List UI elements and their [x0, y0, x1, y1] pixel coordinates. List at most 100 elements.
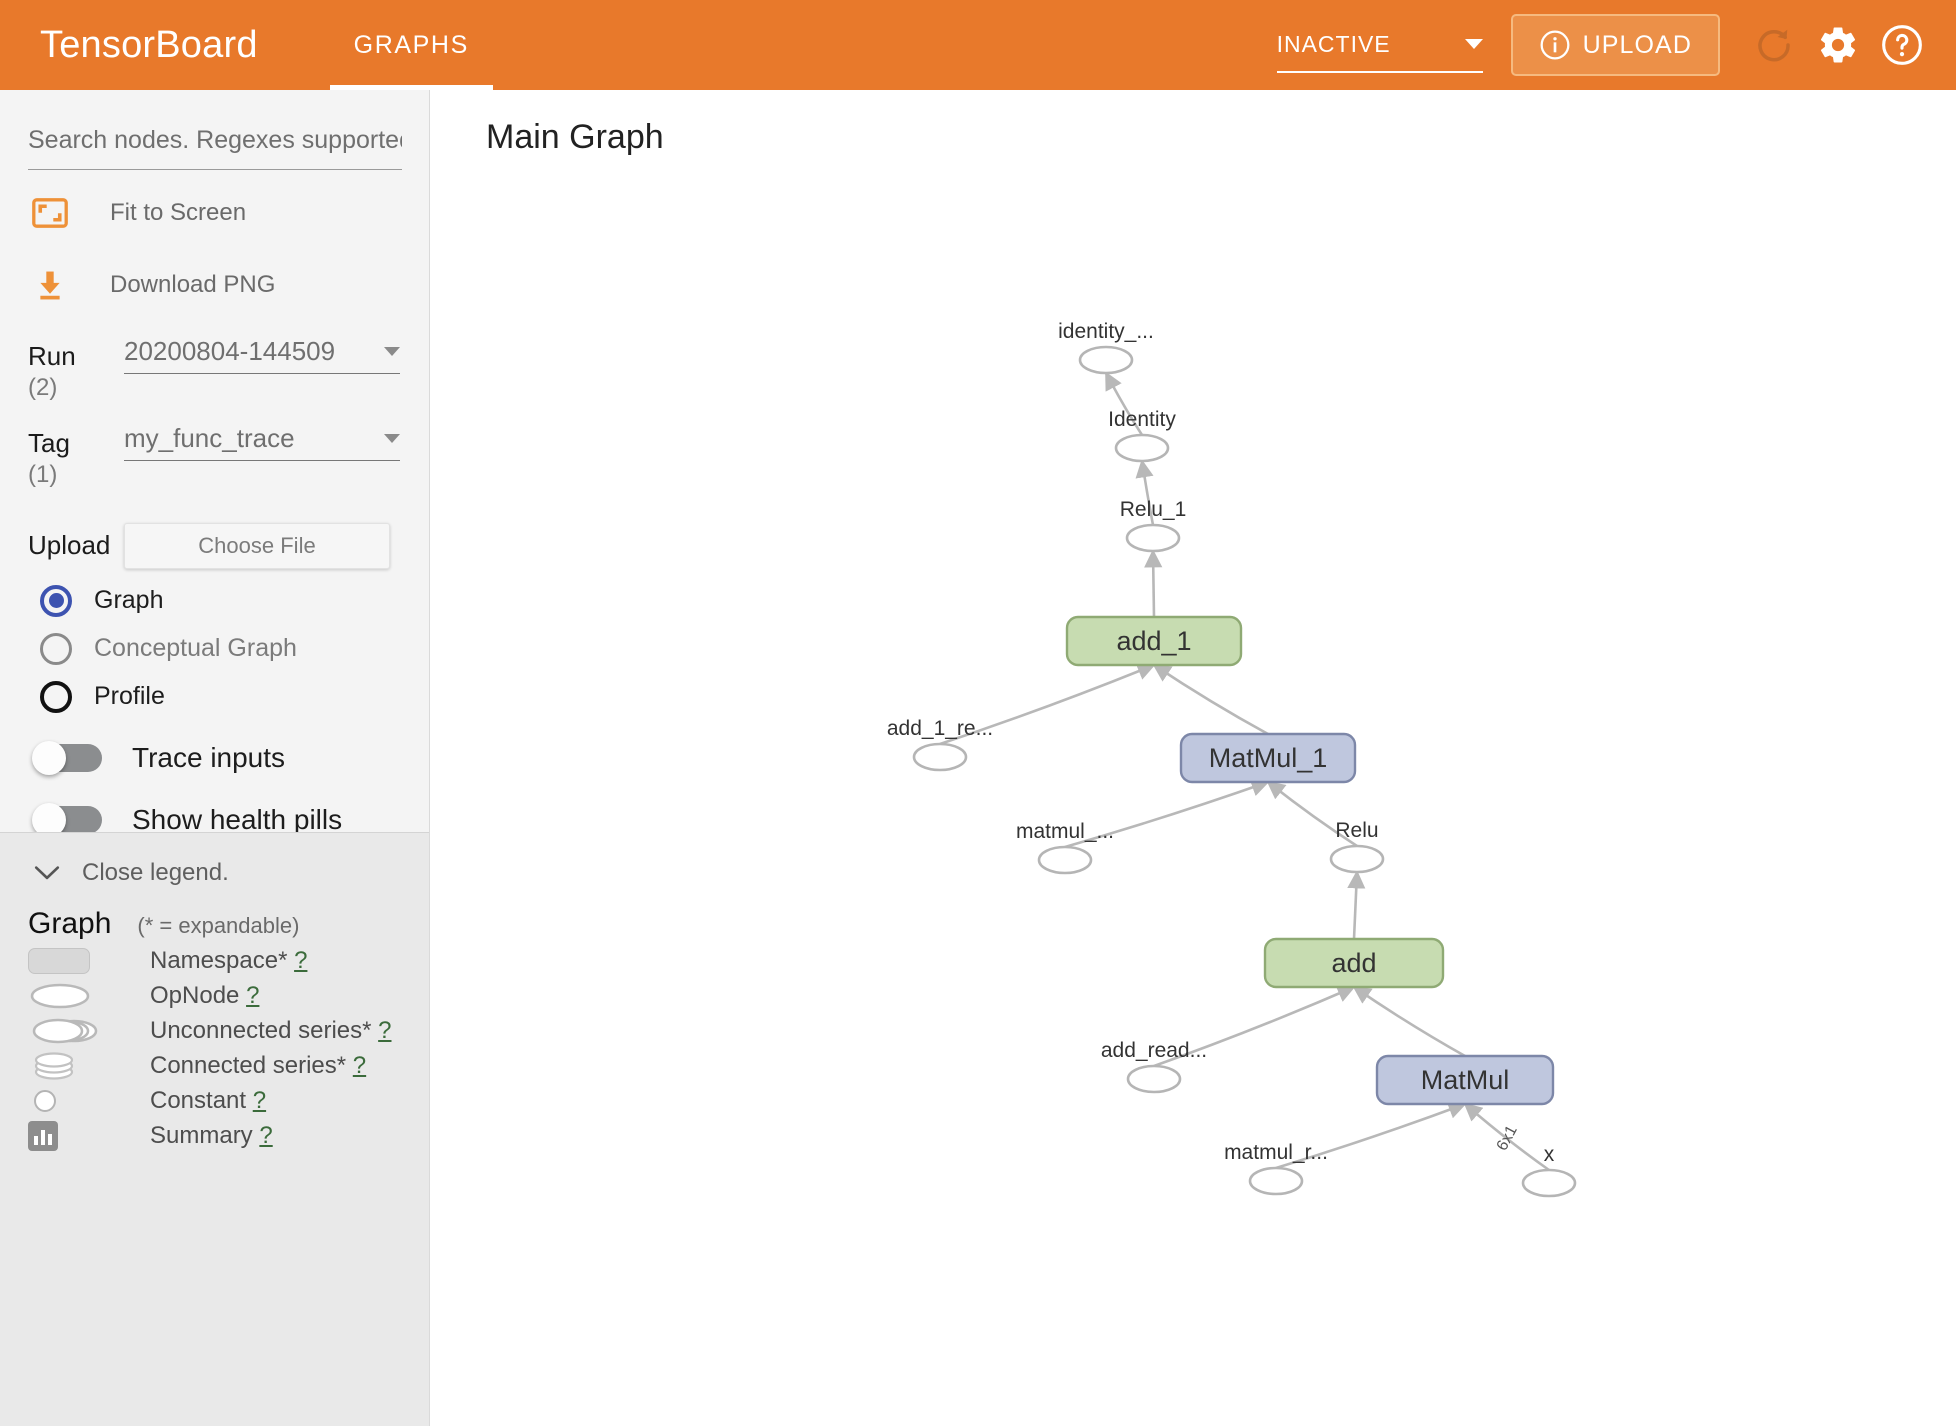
nav-tabs: GRAPHS — [329, 0, 494, 90]
node-shape — [1521, 1168, 1577, 1198]
graph-node-add[interactable]: add — [1263, 937, 1445, 989]
help-link[interactable]: ? — [259, 1121, 273, 1149]
namespace-swatch-icon — [28, 947, 124, 974]
legend-label-summary: Summary ? — [150, 1121, 273, 1149]
help-link[interactable]: ? — [252, 1086, 267, 1114]
radio-conceptual-graph[interactable]: Conceptual Graph — [40, 632, 429, 665]
download-png-label: Download PNG — [110, 271, 276, 298]
toggle-show-health-pills[interactable]: Show health pills — [32, 802, 429, 837]
legend-label-unconnected-series: Unconnected series* ? — [150, 1016, 392, 1044]
radio-profile-indicator — [40, 680, 72, 713]
node-label: Relu — [1335, 819, 1378, 842]
graph-node-Relu_1[interactable]: Relu_1 — [1120, 498, 1187, 553]
fit-to-screen-label: Fit to Screen — [110, 199, 247, 226]
graph-node-x[interactable]: x — [1521, 1143, 1577, 1198]
node-label: add_1 — [1116, 626, 1191, 656]
help-icon[interactable] — [1870, 13, 1934, 77]
help-link[interactable]: ? — [378, 1016, 392, 1044]
fit-to-screen-button[interactable]: Fit to Screen — [28, 184, 429, 242]
run-select[interactable]: 20200804-144509 — [124, 336, 400, 374]
search-container — [28, 118, 402, 170]
node-label: x — [1544, 1143, 1555, 1166]
graph-edge — [1275, 1101, 1467, 1170]
graph-edge — [1144, 549, 1163, 618]
node-label: MatMul_1 — [1209, 743, 1328, 773]
upload-label: Upload — [28, 530, 111, 561]
node-label: Identity — [1108, 408, 1176, 431]
legend-item-constant: Constant ? — [28, 1085, 429, 1116]
radio-profile[interactable]: Profile — [40, 680, 429, 713]
info-icon — [1540, 30, 1570, 60]
legend-label-namespace: Namespace* ? — [150, 946, 308, 974]
node-shape — [1329, 844, 1385, 874]
chevron-down-icon — [34, 866, 60, 880]
graph-node-Relu[interactable]: Relu — [1329, 819, 1385, 874]
node-shape — [912, 742, 968, 772]
run-count: (2) — [28, 373, 58, 401]
node-shape — [1114, 433, 1170, 463]
graph-node-identity_out[interactable]: identity_... — [1058, 320, 1154, 375]
graph-node-Identity[interactable]: Identity — [1108, 408, 1176, 463]
legend-panel: Close legend. Graph (* = expandable) Nam… — [0, 832, 429, 1426]
graph-title: Main Graph — [486, 118, 664, 156]
node-label: matmul_... — [1016, 820, 1114, 843]
node-label: matmul_r... — [1224, 1141, 1328, 1164]
toggle-trace-inputs-switch — [32, 740, 104, 775]
refresh-icon[interactable] — [1742, 13, 1806, 77]
download-png-button[interactable]: Download PNG — [28, 256, 429, 314]
run-status-dropdown[interactable]: INACTIVE — [1276, 17, 1483, 73]
close-legend-button[interactable]: Close legend. — [34, 859, 429, 887]
legend-item-namespace: Namespace* ? — [28, 945, 429, 976]
graph-edge — [1135, 459, 1155, 526]
tag-select[interactable]: my_func_trace — [124, 423, 400, 462]
download-icon — [28, 268, 72, 302]
graph-edge — [1266, 780, 1358, 848]
unconnected-series-swatch-icon — [28, 1016, 124, 1046]
node-shape — [1248, 1166, 1304, 1196]
legend-item-summary: Summary ? — [28, 1120, 429, 1151]
node-shape — [1126, 1064, 1182, 1094]
legend-label-connected-series: Connected series* ? — [150, 1051, 367, 1079]
tab-graphs[interactable]: GRAPHS — [329, 0, 494, 90]
node-label: add_read... — [1101, 1039, 1207, 1062]
run-value: 20200804-144509 — [124, 336, 336, 366]
node-label: identity_... — [1058, 320, 1154, 343]
gear-icon[interactable] — [1806, 13, 1870, 77]
chevron-down-icon — [1464, 39, 1483, 49]
graph-node-matmul_read[interactable]: matmul_... — [1016, 820, 1114, 875]
graph-node-matmul_r[interactable]: matmul_r... — [1224, 1141, 1328, 1196]
tag-value: my_func_trace — [124, 423, 295, 454]
legend-title-text: Graph — [28, 907, 112, 940]
help-link[interactable]: ? — [352, 1051, 367, 1079]
legend-note: (* = expandable) — [137, 913, 300, 938]
node-shape — [1179, 732, 1357, 784]
radio-conceptual-graph-label: Conceptual Graph — [94, 634, 297, 663]
upload-button[interactable]: UPLOAD — [1510, 14, 1720, 76]
graph-node-MatMul[interactable]: MatMul — [1375, 1054, 1555, 1106]
radio-graph[interactable]: Graph — [40, 584, 429, 617]
legend-item-unconnected-series: Unconnected series* ? — [28, 1015, 429, 1046]
connected-series-swatch-icon — [28, 1050, 124, 1082]
fit-to-screen-icon — [28, 198, 72, 228]
graph-node-add_1[interactable]: add_1 — [1065, 615, 1243, 667]
search-input[interactable] — [28, 118, 402, 170]
node-label: add_1_re... — [887, 717, 993, 740]
node-shape — [1078, 345, 1134, 375]
node-label: MatMul — [1421, 1065, 1510, 1095]
header-actions: INACTIVE UPLOAD — [1276, 0, 1934, 90]
legend-item-opnode: OpNode ? — [28, 980, 429, 1011]
graph-node-MatMul_1[interactable]: MatMul_1 — [1179, 732, 1357, 784]
edge-label: 6x1 — [1494, 1123, 1521, 1154]
toggle-trace-inputs[interactable]: Trace inputs — [32, 740, 429, 775]
help-link[interactable]: ? — [246, 981, 260, 1009]
summary-swatch-icon — [28, 1120, 124, 1151]
graph-node-add_1_read[interactable]: add_1_re... — [887, 717, 993, 772]
chevron-down-icon — [384, 347, 400, 356]
graph-edge — [1104, 371, 1144, 436]
graph-edge — [1152, 663, 1269, 736]
graph-node-add_read[interactable]: add_read... — [1101, 1039, 1207, 1094]
choose-file-button[interactable]: Choose File — [124, 522, 390, 569]
help-link[interactable]: ? — [294, 946, 308, 974]
